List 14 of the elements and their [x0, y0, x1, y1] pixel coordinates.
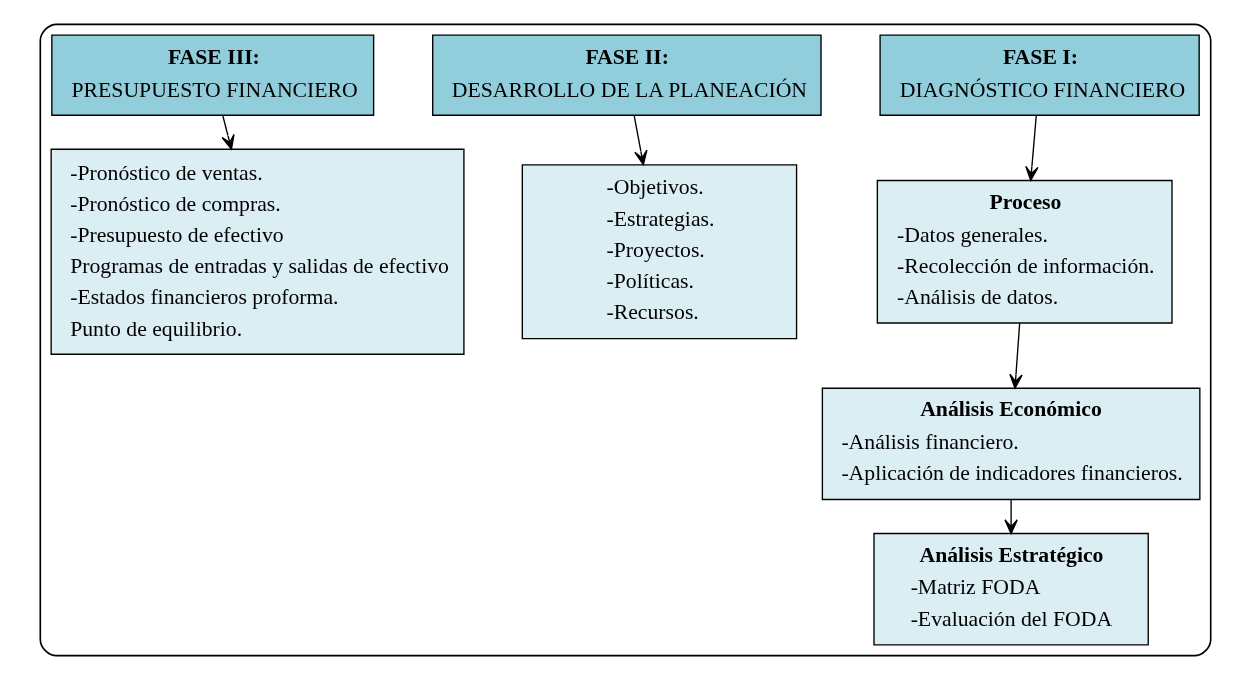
arrow — [1004, 499, 1018, 535]
node-box: FASE II: DESARROLLO DE LA PLANEACIÓN — [432, 34, 822, 116]
cluster — [39, 23, 1212, 657]
node-box: FASE III: PRESUPUESTO FINANCIERO — [51, 34, 375, 116]
arrow — [1025, 114, 1039, 182]
node-box: FASE I: DIAGNÓSTICO FINANCIERO — [879, 34, 1200, 116]
arrow — [1009, 322, 1023, 389]
node-box: Análisis Económico -Análisis financiero. -Aplicación de indicadores financieros. — [821, 387, 1201, 501]
node-box: -Objetivos. -Estrategias. -Proyectos. -Políticas. -Recursos. — [521, 164, 798, 340]
node-box: Análisis Estratégico -Matriz FODA -Evaluación del FODA — [873, 532, 1149, 646]
node-box: -Pronóstico de ventas. -Pronóstico de compras. -Presupuesto de efectivo Programas de entradas y salidas de efectivo -Estados financieros proforma. Punto de equilibrio. — [50, 148, 465, 355]
arrow — [221, 114, 235, 150]
arrow — [633, 114, 648, 166]
node-box: Proceso -Datos generales. -Recolección de información. -Análisis de datos. — [876, 179, 1173, 324]
